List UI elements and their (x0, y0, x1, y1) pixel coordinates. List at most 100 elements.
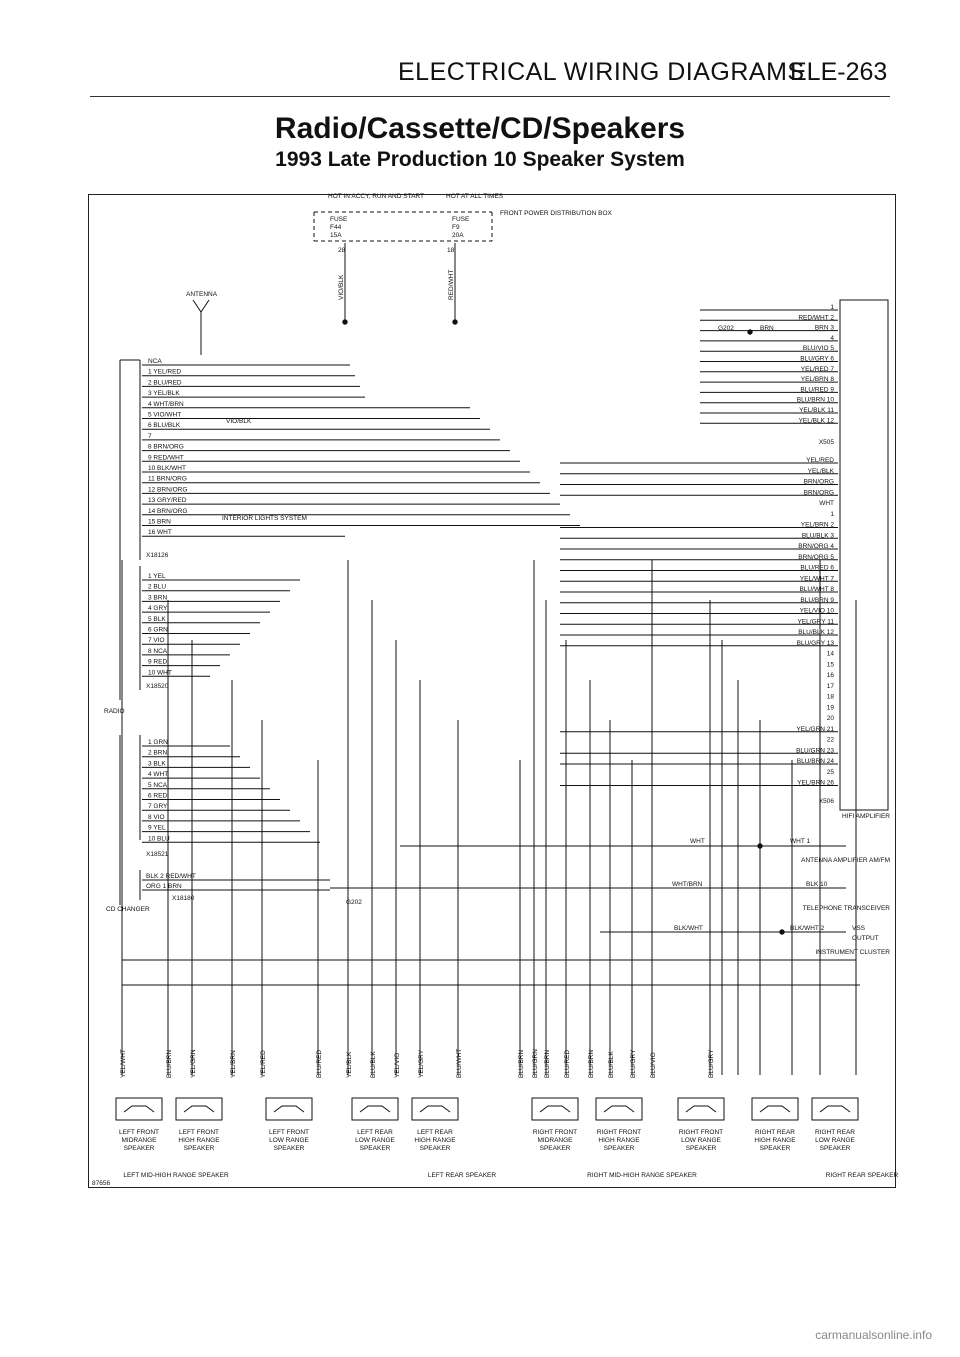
x506-pin-label: 22 (827, 737, 835, 744)
x18126-pin-label: 5 VIO/WHT (148, 412, 181, 419)
speaker-group-label: RIGHT MID-HIGH RANGE SPEAKER (587, 1172, 697, 1179)
x505-pin-label: 4 (830, 335, 834, 342)
speaker-2-label: LEFT FRONT (179, 1129, 219, 1136)
x506-pin-label: BLU/GRY 13 (797, 640, 835, 647)
distribution-box-label: FRONT POWER DISTRIBUTION BOX (500, 210, 612, 217)
x18520-pin-label: 7 VIO (148, 637, 165, 644)
fuse-f9-label: 20A (452, 232, 464, 239)
x18126-id: X18126 (146, 552, 169, 559)
radio-label: RADIO (104, 708, 125, 715)
hifi-amplifier-box (839, 299, 889, 811)
footer-watermark: carmanualsonline.info (815, 1328, 932, 1342)
x506-pin-label: BRN/ORG (804, 479, 834, 486)
x505-pin-label: BLU/RED 9 (800, 386, 834, 393)
x18521-pin-label: 4 WHT (148, 771, 168, 778)
x18180-pin-label: BLK 2 RED/WHT (146, 873, 196, 880)
speaker-5-label: LEFT REAR (417, 1129, 453, 1136)
speaker-2-icon (175, 1097, 223, 1121)
x18126-pin-label: 15 BRN (148, 519, 171, 526)
speaker-10-label: SPEAKER (820, 1145, 851, 1152)
telephone-label: TELEPHONE TRANSCEIVER (803, 905, 891, 912)
x506-pin-label: 20 (827, 715, 835, 722)
x506-pin-label: 16 (827, 672, 835, 679)
x506-pin-label: BLU/GRN 23 (796, 747, 834, 754)
speaker-3-label: LOW RANGE (269, 1137, 309, 1144)
speaker-wire-label: BLU/BLK (370, 1051, 377, 1078)
vio-blk-label: VIO/BLK (226, 418, 252, 425)
x18521-pin-label: 1 GRN (148, 739, 168, 746)
x18126-pin-label: 1 YEL/RED (148, 369, 181, 376)
hot-accy-label: HOT IN ACCY, RUN AND START (328, 193, 424, 200)
x505-pin-label: YEL/BRN 8 (801, 376, 835, 383)
antenna-label: ANTENNA (186, 291, 218, 298)
x18126-pin-label: 14 BRN/ORG (148, 508, 187, 515)
speaker-9-label: RIGHT REAR (755, 1129, 795, 1136)
header-rule (90, 96, 890, 97)
x18180-pin-label: ORG 1 BRN (146, 883, 182, 890)
speaker-cone (819, 1105, 851, 1113)
speaker-wire-label: BLU/RED (316, 1050, 323, 1078)
x18521-id: X18521 (146, 851, 169, 858)
x18126-pin-label: 16 WHT (148, 529, 172, 536)
g202-brn-label: BRN (760, 325, 774, 332)
vss-label: VSS (852, 925, 866, 932)
x18126-pin-label: 8 BRN/ORG (148, 444, 184, 451)
pin-28-label: 28 (338, 247, 346, 254)
speaker-8-icon (677, 1097, 725, 1121)
speaker-wire-label: BLU/BLK (608, 1051, 615, 1078)
x506-pin-label: 17 (827, 683, 835, 690)
speaker-3-label: SPEAKER (274, 1145, 305, 1152)
speaker-6-icon (531, 1097, 579, 1121)
x18521-pin-label: 2 BRN (148, 750, 167, 757)
cd-changer-label: CD CHANGER (106, 906, 150, 913)
speaker-10-label: RIGHT REAR (815, 1129, 855, 1136)
x18520-pin-label: 6 GRN (148, 627, 168, 634)
speaker-wire-label: BLU/GRY (708, 1049, 715, 1078)
speaker-7-label: RIGHT FRONT (597, 1129, 641, 1136)
x18126-pin-label: 9 RED/WHT (148, 454, 184, 461)
x18126-pin-label: 2 BLU/RED (148, 379, 182, 386)
x18520-pin-label: 5 BLK (148, 616, 166, 623)
antenna-amp-label: ANTENNA AMPLIFIER AM/FM (801, 857, 890, 864)
speaker-cone (685, 1105, 717, 1113)
g202-right-label: G202 (718, 325, 734, 332)
splice-red-wht (452, 319, 458, 325)
g202-label: G202 (346, 899, 362, 906)
pin-18-label: 18 (447, 247, 455, 254)
speaker-9-label: HIGH RANGE (754, 1137, 796, 1144)
x505-pin-label: BRN 3 (815, 325, 835, 332)
x18521-pin-label: 6 RED (148, 793, 167, 800)
x506-pin-label: 18 (827, 694, 835, 701)
x18520-pin-label: 1 YEL (148, 573, 166, 580)
hifi-label: HIFI AMPLIFIER (842, 813, 890, 820)
speaker-group-label: RIGHT REAR SPEAKER (826, 1172, 899, 1179)
section-title: ELECTRICAL WIRING DIAGRAMS (398, 58, 805, 86)
wht-label: WHT (690, 838, 705, 845)
x506-pin-label: BLU/RED 6 (800, 565, 834, 572)
x506-pin-label: BLU/BRN 9 (800, 597, 834, 604)
speaker-group-label: LEFT REAR SPEAKER (428, 1172, 496, 1179)
speaker-cone (359, 1105, 391, 1113)
x18520-pin-label: 4 GRY (148, 605, 168, 612)
speaker-8-label: LOW RANGE (681, 1137, 721, 1144)
speaker-wire-label: YEL/GRY (418, 1049, 425, 1078)
fuse-f44-label: F44 (330, 224, 342, 231)
x506-pin-label: BRN/ORG 5 (798, 554, 834, 561)
speaker-5-label: SPEAKER (420, 1145, 451, 1152)
x506-pin-label: 25 (827, 769, 835, 776)
speaker-9-icon (751, 1097, 799, 1121)
x18520-pin-label: 3 BRN (148, 594, 167, 601)
splice-vio-blk (342, 319, 348, 325)
speaker-wire-label: BLU/RED (564, 1050, 571, 1078)
speaker-6-label: MIDRANGE (537, 1137, 573, 1144)
wht-brn-label: WHT/BRN (672, 881, 703, 888)
speaker-2-label: HIGH RANGE (178, 1137, 220, 1144)
x506-pin-label: 15 (827, 661, 835, 668)
x18126-pin-label: 4 WHT/BRN (148, 401, 184, 408)
speaker-9-label: SPEAKER (760, 1145, 791, 1152)
x505-pin-label: YEL/RED 7 (801, 366, 835, 373)
fuse-f44-label: FUSE (330, 216, 348, 223)
speaker-5-label: HIGH RANGE (414, 1137, 456, 1144)
speaker-group-label: LEFT MID-HIGH RANGE SPEAKER (123, 1172, 229, 1179)
speaker-7-icon (595, 1097, 643, 1121)
